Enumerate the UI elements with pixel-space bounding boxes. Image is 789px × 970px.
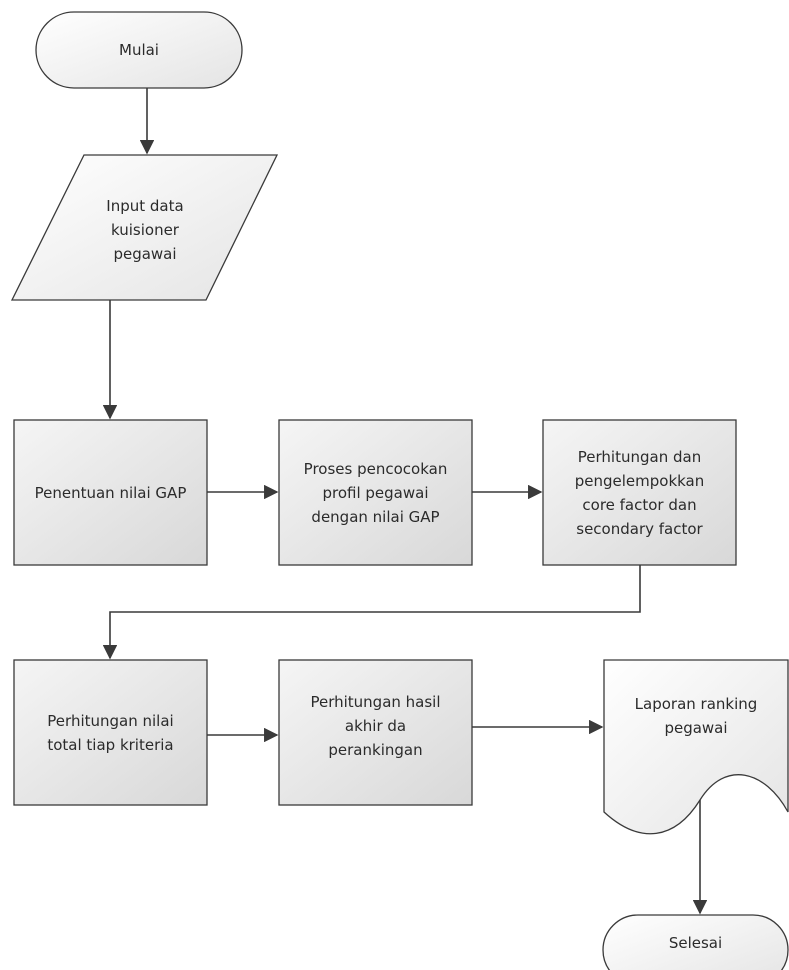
end-label: Selesai bbox=[668, 933, 723, 952]
total-label: Perhitungan nilai total tiap kriteria bbox=[47, 711, 174, 754]
matching-label: Proses pencocokan profil pegawai dengan … bbox=[303, 459, 448, 526]
factor-box bbox=[542, 419, 737, 566]
report-label: Laporan ranking pegawai bbox=[634, 695, 758, 737]
start-label: Mulai bbox=[119, 41, 159, 59]
input-parallelogram bbox=[10, 154, 279, 301]
report-document bbox=[603, 659, 789, 835]
gap-box bbox=[13, 419, 208, 566]
start-terminator bbox=[35, 11, 243, 89]
ranking-label: Perhitungan hasil akhir da perankingan bbox=[310, 693, 441, 759]
ranking-box bbox=[278, 659, 473, 806]
input-label: Input data kuisioner pegawai bbox=[106, 197, 184, 263]
factor-label: Perhitungan dan pengelempokkan core fact… bbox=[574, 447, 705, 538]
gap-label: Penentuan nilai GAP bbox=[34, 483, 187, 502]
arrow-factor-to-total bbox=[102, 565, 641, 660]
matching-box bbox=[278, 419, 473, 566]
end-terminator bbox=[602, 914, 789, 970]
total-box bbox=[13, 659, 208, 806]
